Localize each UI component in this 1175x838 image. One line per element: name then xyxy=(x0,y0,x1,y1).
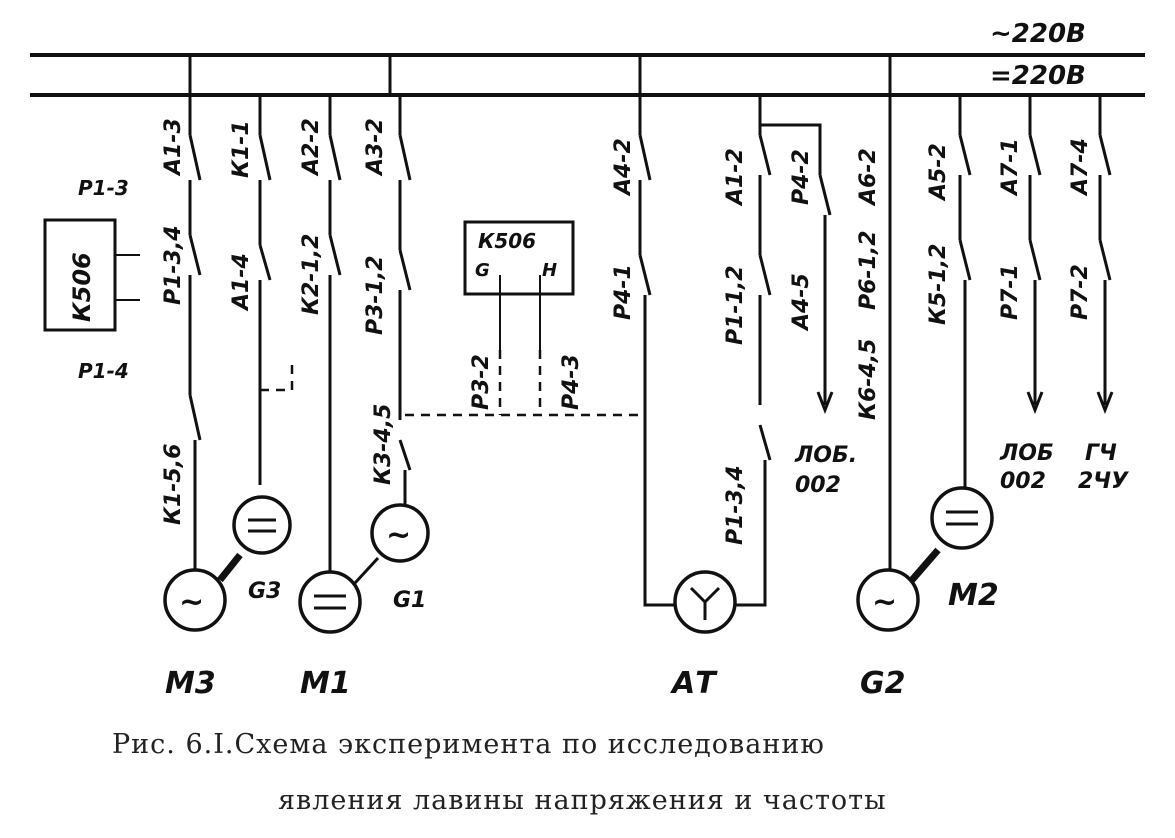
motor-m2 xyxy=(930,486,994,550)
contact-label: К6-4,5 xyxy=(856,339,881,420)
contact-label: А3-2 xyxy=(363,118,388,177)
contact-label: К5-1,2 xyxy=(926,244,951,325)
contact-label: Р4-3 xyxy=(559,354,584,410)
bus-taps xyxy=(188,55,892,95)
group-outputs: ЛОБ. 002 ЛОБ 002 ГЧ 2ЧУ xyxy=(794,95,1129,498)
contact-label: А4-5 xyxy=(789,273,814,332)
bus-dc-label: =220В xyxy=(990,61,1086,91)
label-at: АТ xyxy=(670,666,718,701)
contact-label: Р3-1,2 xyxy=(363,255,388,335)
contact-label: К2-1,2 xyxy=(299,234,324,315)
contact-label: Р1-3 xyxy=(78,176,129,200)
figure-caption: Рис. 6.I.Схема эксперимента по исследова… xyxy=(0,725,1175,835)
contact-label: А6-2 xyxy=(856,148,881,207)
ac-symbol-icon: ~ xyxy=(872,585,897,620)
contact-label: Р1-4 xyxy=(78,359,129,383)
contact-label: Р1-3,4 xyxy=(161,225,186,305)
box-k506-left: К506 xyxy=(43,218,140,332)
motor-m1 xyxy=(298,570,362,634)
label-g1: G1 xyxy=(393,588,426,613)
contact-label: А7-1 xyxy=(998,138,1023,197)
box-center-h: Н xyxy=(542,260,557,281)
contact-label: А2-2 xyxy=(299,118,324,177)
output-lob2-line2: 002 xyxy=(1000,469,1046,494)
caption-line-1: Рис. 6.I.Схема эксперимента по исследова… xyxy=(112,729,825,760)
ac-symbol-icon: ~ xyxy=(386,518,411,553)
contact-label: А1-3 xyxy=(161,118,186,177)
generator-g1 xyxy=(370,503,430,563)
contact-label: А5-2 xyxy=(926,143,951,202)
output-lob1-line2: 002 xyxy=(795,473,841,498)
box-center-g: G xyxy=(475,260,490,281)
contact-labels: А1-3 Р1-3,4 К1-1 А1-4 А2-2 К2-1,2 А3-2 Р… xyxy=(78,118,1093,545)
contact-label: Р1-3,4 xyxy=(723,465,748,545)
box-k506-center-label: К506 xyxy=(478,229,536,253)
contact-label: К3-4,5 xyxy=(371,404,396,485)
contact-label: А1-2 xyxy=(723,148,748,207)
group-m1-g1: ~ М1 G1 xyxy=(298,95,640,701)
contact-label: А7-4 xyxy=(1068,138,1093,197)
box-k506-left-label: К506 xyxy=(68,252,96,322)
label-m3: М3 xyxy=(165,666,216,701)
label-m1: М1 xyxy=(300,666,351,701)
bus-bars: ~220В =220В xyxy=(30,19,1145,97)
generator-g2 xyxy=(856,568,920,632)
caption-line-2: явления лавины напряжения и частоты xyxy=(278,785,887,816)
ac-symbol-icon: ~ xyxy=(179,585,204,620)
label-g3: G3 xyxy=(248,579,281,604)
box-k506-center: К506 G Н xyxy=(463,220,575,415)
output-lob1-line1: ЛОБ. xyxy=(794,443,857,468)
contact-label: Р6-1,2 xyxy=(856,230,881,310)
output-gh-line1: ГЧ xyxy=(1085,441,1117,466)
output-lob2-line1: ЛОБ xyxy=(999,441,1054,466)
circuit-diagram: ~220В =220В ~ М3 G3 xyxy=(30,19,1145,701)
group-m3-g3: ~ М3 G3 xyxy=(163,95,294,701)
generator-g3 xyxy=(232,495,292,555)
group-at: АТ xyxy=(638,95,834,701)
group-g2-m2: ~ G2 М2 xyxy=(856,95,999,701)
contact-label: К1-5,6 xyxy=(161,444,186,525)
contact-label: Р1-1,2 xyxy=(723,265,748,345)
label-m2: М2 xyxy=(948,578,999,613)
label-g2: G2 xyxy=(860,666,906,701)
contact-label: Р4-2 xyxy=(789,149,814,205)
contact-label: Р4-1 xyxy=(611,264,636,320)
bus-ac-label: ~220В xyxy=(990,19,1086,49)
motor-m3 xyxy=(163,568,227,632)
contact-label: Р3-2 xyxy=(469,354,494,410)
contact-label: Р7-1 xyxy=(998,264,1023,320)
contact-label: А1-4 xyxy=(229,253,254,312)
contact-label: К1-1 xyxy=(229,120,254,178)
contact-label: Р7-2 xyxy=(1068,264,1093,320)
contact-label: А4-2 xyxy=(611,138,636,197)
output-gh-line2: 2ЧУ xyxy=(1078,469,1129,494)
